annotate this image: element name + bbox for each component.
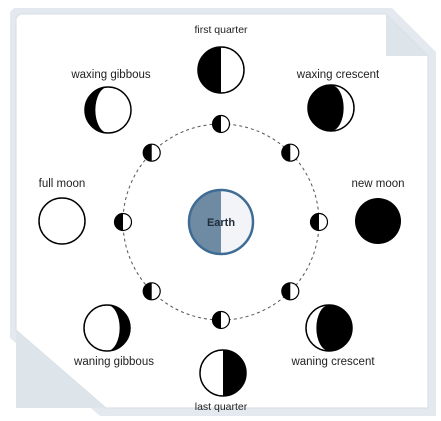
label-waxing-crescent: waxing crescent — [297, 69, 379, 81]
moon-new — [355, 198, 401, 244]
orbit-moon-left — [115, 214, 132, 231]
orbit-moon-bottom — [213, 312, 230, 329]
orbit-moon-right — [311, 214, 328, 231]
earth-label: Earth — [207, 217, 235, 229]
label-last-quarter: last quarter — [195, 401, 248, 413]
moon-last-quarter — [200, 350, 246, 396]
moon-waning-gibbous — [84, 305, 130, 351]
earth: Earth — [189, 190, 253, 254]
orbit-moon-bottom-left — [143, 283, 160, 300]
moon-waxing-gibbous — [85, 87, 131, 133]
label-waning-gibbous: waning gibbous — [74, 356, 154, 368]
moon-first-quarter — [198, 47, 244, 93]
orbit-moon-top — [213, 116, 230, 133]
label-full-moon: full moon — [39, 178, 86, 190]
moon-full — [39, 198, 85, 244]
orbit-moon-bottom-right — [282, 283, 299, 300]
label-waxing-gibbous: waxing gibbous — [71, 69, 150, 81]
orbit-moon-top-right — [282, 144, 299, 161]
label-first-quarter: first quarter — [194, 24, 247, 36]
moon-waxing-crescent — [308, 85, 354, 131]
orbit-moon-top-left — [143, 144, 160, 161]
moon-waning-crescent — [306, 305, 352, 351]
label-waning-crescent: waning crescent — [291, 356, 374, 368]
label-new-moon: new moon — [351, 178, 404, 190]
